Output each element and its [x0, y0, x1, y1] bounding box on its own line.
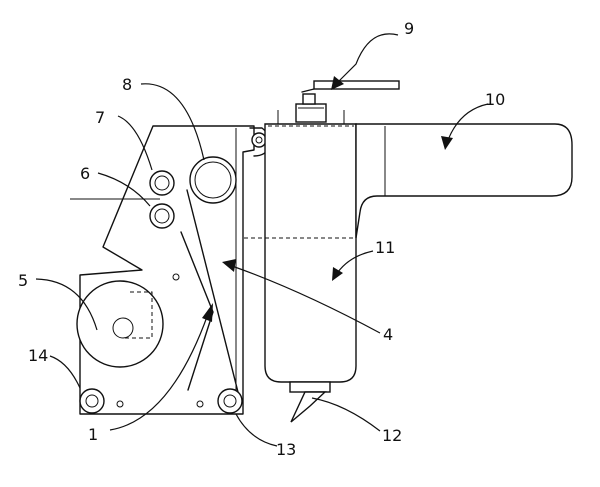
cutter-12 [289, 381, 331, 423]
roller-7 [149, 170, 175, 196]
roller-13 [217, 388, 243, 414]
label-6: 6 [80, 164, 90, 183]
label-7: 7 [95, 108, 105, 127]
cylinder-body-11 [244, 110, 357, 383]
tape-reel-5 [76, 280, 164, 368]
label-9: 9 [404, 19, 414, 38]
hole [172, 273, 180, 281]
label-1: 1 [88, 425, 98, 444]
handle-10 [355, 123, 573, 239]
label-5: 5 [18, 271, 28, 290]
label-13: 13 [276, 440, 296, 459]
lever-9 [295, 80, 400, 123]
label-8: 8 [122, 75, 132, 94]
drum-8 [189, 156, 237, 204]
label-12: 12 [382, 426, 402, 445]
label-10: 10 [485, 90, 505, 109]
hole [196, 400, 204, 408]
label-14: 14 [28, 346, 48, 365]
hole [116, 400, 124, 408]
leader-lines [35, 33, 489, 447]
roller-6 [149, 203, 175, 229]
roller-14 [79, 388, 105, 414]
label-4: 4 [383, 325, 393, 344]
label-11: 11 [375, 238, 395, 257]
